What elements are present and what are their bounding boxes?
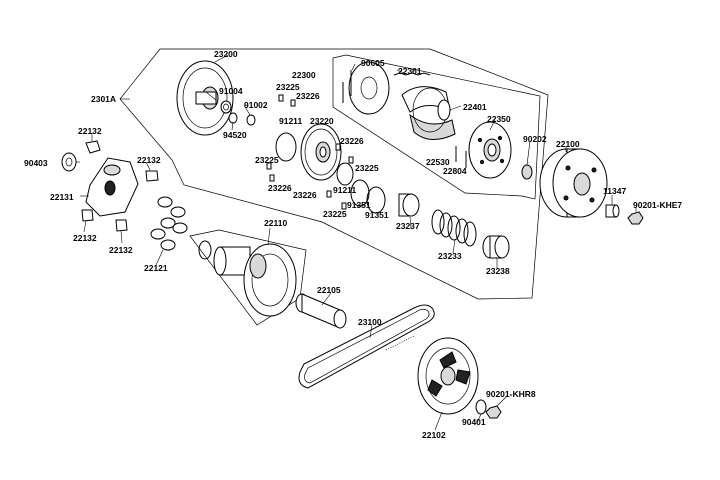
label-91002: 91002 xyxy=(244,100,268,110)
pin-23226 xyxy=(290,99,296,107)
label-22102: 22102 xyxy=(422,430,446,440)
drive-pulley-group-outline xyxy=(189,229,307,326)
label-22132-top: 22132 xyxy=(78,126,102,136)
clutch-group-outline xyxy=(119,48,549,300)
movable-drive-face xyxy=(176,60,234,136)
fan-22102 xyxy=(417,337,479,415)
label-23225-mid: 23225 xyxy=(255,155,279,165)
bushing-11347 xyxy=(605,204,620,218)
label-23225-right: 23225 xyxy=(355,163,379,173)
label-22110: 22110 xyxy=(264,218,288,228)
label-22804: 22804 xyxy=(443,166,467,176)
label-23238: 23238 xyxy=(486,266,510,276)
oil-seal-91002 xyxy=(246,114,256,126)
nut-90201-khe7 xyxy=(627,211,644,225)
label-91211-top: 91211 xyxy=(279,116,303,126)
o-ring-91351 xyxy=(350,179,370,207)
spring-22361 xyxy=(393,72,431,76)
oil-seal-91004 xyxy=(220,100,232,114)
label-22300: 22300 xyxy=(292,70,316,80)
label-22132-right: 22132 xyxy=(137,155,161,165)
label-22350: 22350 xyxy=(487,114,511,124)
label-22121: 22121 xyxy=(144,263,168,273)
label-90201-khr8: 90201-KHR8 xyxy=(486,389,536,399)
washer-90401 xyxy=(475,399,487,415)
label-90401: 90401 xyxy=(462,417,486,427)
drive-belt-23100 xyxy=(298,304,435,389)
label-22401: 22401 xyxy=(463,102,487,112)
label-90403: 90403 xyxy=(24,158,48,168)
pin-23225 xyxy=(278,94,284,102)
clutch-shoe-assembly xyxy=(401,86,456,140)
label-22530: 22530 xyxy=(426,157,450,167)
label-23225-top: 23225 xyxy=(276,82,300,92)
label-23226-lower: 23226 xyxy=(293,190,317,200)
o-ring-91211 xyxy=(275,132,297,162)
washer-90403 xyxy=(61,152,77,172)
spring-23233 xyxy=(431,209,477,247)
label-23220: 23220 xyxy=(310,116,334,126)
label-23200: 23200 xyxy=(214,49,238,59)
clutch-driving-plate xyxy=(300,123,342,181)
label-23100: 23100 xyxy=(358,317,382,327)
ramp-plate-22131 xyxy=(85,157,139,217)
clutch-shoe-group-outline xyxy=(332,54,541,200)
clutch-outer-22100 xyxy=(539,148,608,218)
collar-23237 xyxy=(398,193,420,217)
nut-90202 xyxy=(521,164,533,180)
label-90202: 90202 xyxy=(523,134,547,144)
label-90201-khe7: 90201-KHE7 xyxy=(633,200,683,210)
label-91351-b: 91351 xyxy=(365,210,389,220)
label-23233: 23233 xyxy=(438,251,462,261)
label-94520: 94520 xyxy=(223,130,247,140)
label-23225-lower: 23225 xyxy=(323,209,347,219)
clutch-plate-22300 xyxy=(348,61,390,115)
label-22100: 22100 xyxy=(556,139,580,149)
label-22131: 22131 xyxy=(50,192,74,202)
label-90605: 90605 xyxy=(361,58,385,68)
drive-face-22110 xyxy=(198,240,297,317)
drive-plate-22350 xyxy=(468,121,512,179)
label-91004: 91004 xyxy=(219,86,243,96)
label-22132-lower: 22132 xyxy=(73,233,97,243)
snap-ring-94520 xyxy=(228,112,238,124)
label-91211-mid: 91211 xyxy=(333,185,357,195)
label-91351-a: 91351 xyxy=(347,200,371,210)
label-11347: 11347 xyxy=(603,186,627,196)
collar-23238 xyxy=(482,235,510,259)
label-22132-bottom: 22132 xyxy=(109,245,133,255)
label-22105: 22105 xyxy=(317,285,341,295)
weight-rollers-22121 xyxy=(150,196,188,251)
label-2301A: 2301A xyxy=(91,94,117,104)
sleeve-22105 xyxy=(295,293,347,329)
label-22361: 22361 xyxy=(398,66,422,76)
label-23226-right: 23226 xyxy=(340,136,364,146)
label-23226-top: 23226 xyxy=(296,91,320,101)
slider-22132 xyxy=(85,140,101,154)
label-23237: 23237 xyxy=(396,221,420,231)
label-23226-mid: 23226 xyxy=(268,183,292,193)
clutch-lining-22401 xyxy=(437,99,451,121)
nut-90201-khr8 xyxy=(485,405,502,419)
